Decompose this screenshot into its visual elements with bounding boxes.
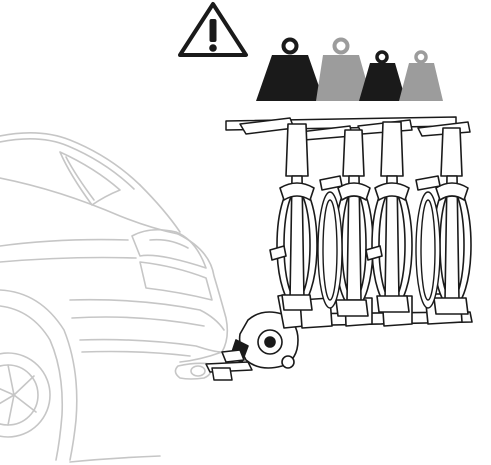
car-outline	[0, 133, 227, 462]
warning-triangle-icon	[180, 4, 246, 55]
weight-heavy-icon	[359, 52, 406, 101]
bike-3	[366, 122, 412, 312]
weight-light-icon	[399, 52, 443, 101]
tow-bar	[206, 362, 252, 380]
bike-1	[270, 124, 317, 310]
weights-group	[256, 40, 443, 102]
weight-heavy-icon	[256, 40, 324, 102]
